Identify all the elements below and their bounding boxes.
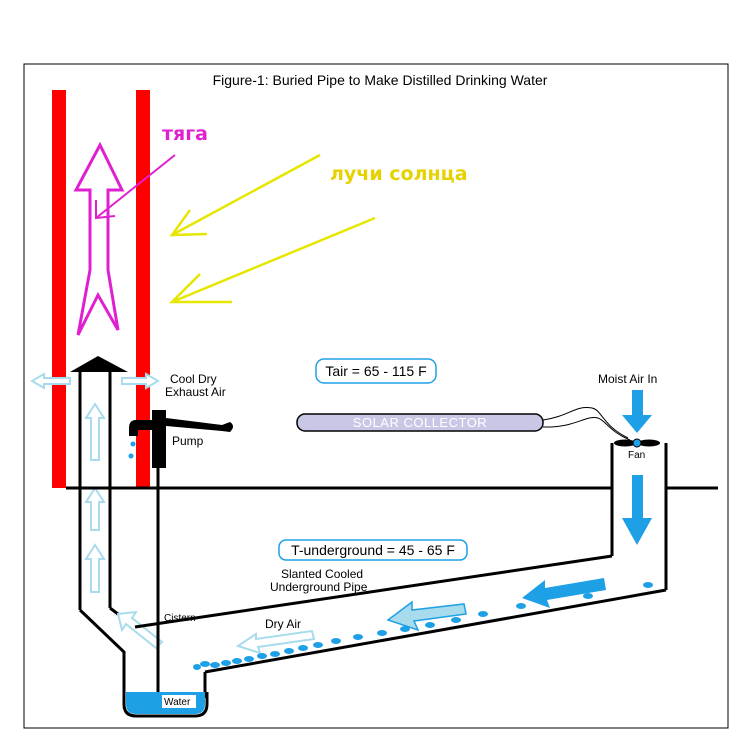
tair-box xyxy=(315,358,437,384)
exhaust-pipe-lower-left xyxy=(78,608,126,692)
pump-label: Pump xyxy=(172,434,204,448)
sun-rays-label: лучи солнца xyxy=(330,163,468,185)
slanted-pipe-top xyxy=(134,554,613,629)
draft-arrow-icon xyxy=(73,141,125,336)
draft-pointer-line xyxy=(95,154,176,219)
dry-air-label: Dry Air xyxy=(265,617,301,631)
water-label-bg xyxy=(162,695,196,708)
sun-ray-lower-head xyxy=(168,273,232,304)
cistern-label: Cistern xyxy=(164,613,196,624)
exhaust-cap xyxy=(70,356,128,372)
t-underground-box xyxy=(278,539,468,561)
pump-handle xyxy=(166,418,233,432)
exhaust-air-label: Exhaust Air xyxy=(165,385,226,399)
slanted-pipe-label-1: Slanted Cooled xyxy=(281,567,363,581)
pump-body xyxy=(152,410,166,468)
fan-blade-left xyxy=(614,439,636,447)
dry-air-arrow-icon xyxy=(235,629,316,655)
pump-spout xyxy=(129,420,152,436)
up-arrow-low-icon xyxy=(84,543,106,593)
sun-ray-lower xyxy=(171,216,376,304)
solar-collector-label: SOLAR COLLECTOR xyxy=(353,415,487,430)
draft-pointer-head xyxy=(95,200,116,220)
up-arrow-mid-icon xyxy=(84,486,106,531)
pump-drop-1 xyxy=(130,441,136,447)
pump-drop-2 xyxy=(128,453,134,459)
draft-label: тяга xyxy=(162,123,208,145)
intake-down-arrow-icon xyxy=(622,475,652,545)
collector-wire-2 xyxy=(542,417,631,441)
fan-blade-right xyxy=(638,439,660,447)
water-label: Water xyxy=(164,697,191,708)
tair-label: Tair = 65 - 115 F xyxy=(325,363,426,379)
t-underground-label: T-underground = 45 - 65 F xyxy=(291,542,455,558)
fan-label: Fan xyxy=(628,450,645,461)
condensation-drops xyxy=(193,582,653,670)
sun-ray-upper-head xyxy=(169,209,208,237)
chimney-left-wall xyxy=(52,90,66,488)
exhaust-arrow-right-icon xyxy=(121,372,160,390)
moist-air-label: Moist Air In xyxy=(598,372,657,386)
sun-ray-upper xyxy=(171,153,321,237)
cistern-bottom xyxy=(122,692,209,718)
flow-arrow-light-icon xyxy=(386,600,467,632)
up-arrow-top-icon xyxy=(84,402,106,461)
solar-collector xyxy=(296,413,544,432)
exhaust-arrow-left-icon xyxy=(30,372,71,390)
collector-wire-1 xyxy=(542,406,629,439)
figure-title: Figure-1: Buried Pipe to Make Distilled … xyxy=(213,72,548,88)
flow-arrow-blue-icon xyxy=(522,578,606,608)
slanted-pipe-label-2: Underground Pipe xyxy=(270,580,368,594)
moist-air-arrow-icon xyxy=(622,390,652,433)
slanted-pipe-bottom xyxy=(204,588,667,674)
fan-hub xyxy=(632,438,642,448)
cool-dry-label: Cool Dry xyxy=(170,372,217,386)
